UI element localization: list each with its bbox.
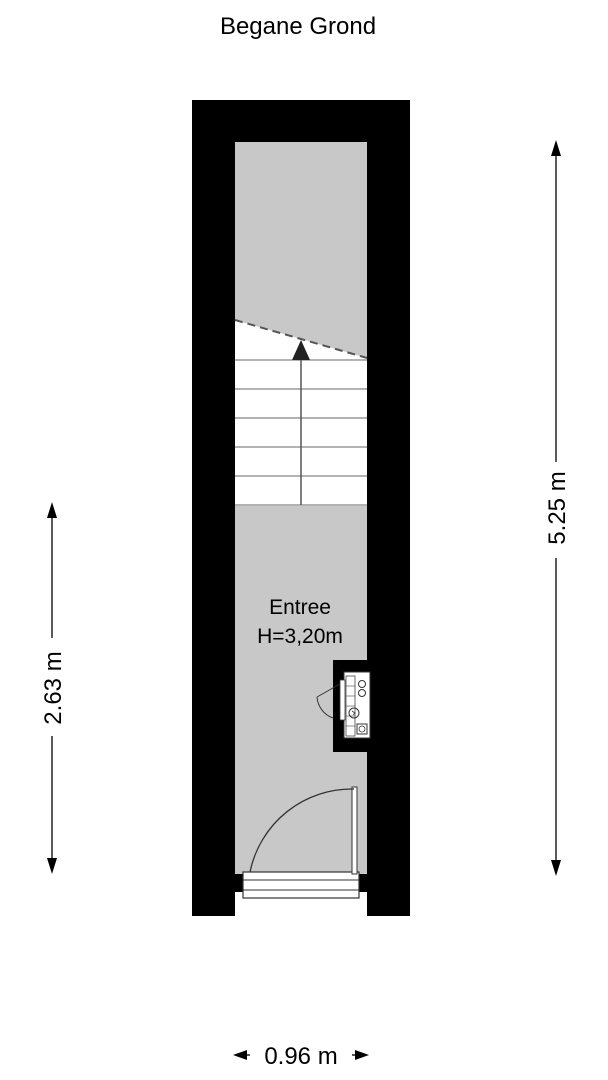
room-name: Entree xyxy=(269,596,331,619)
dimension-total-length-label: 5.25 m xyxy=(544,471,571,544)
door-swing-icon xyxy=(235,786,367,899)
dimension-width: 0.96 m xyxy=(233,1043,369,1070)
meter-cupboard-icon xyxy=(316,660,373,752)
room-height: H=3,20m xyxy=(257,625,343,648)
staircase xyxy=(234,319,368,506)
floor-title: Begane Grond xyxy=(220,13,376,40)
floor-area xyxy=(235,142,367,874)
walls xyxy=(192,100,410,916)
dimension-room-length: 2.63 m xyxy=(40,502,67,874)
stair-arrow-icon xyxy=(292,340,310,360)
dimension-room-length-label: 2.63 m xyxy=(40,651,67,724)
dimension-width-label: 0.96 m xyxy=(264,1043,337,1070)
dimension-total-length: 5.25 m xyxy=(544,140,571,876)
